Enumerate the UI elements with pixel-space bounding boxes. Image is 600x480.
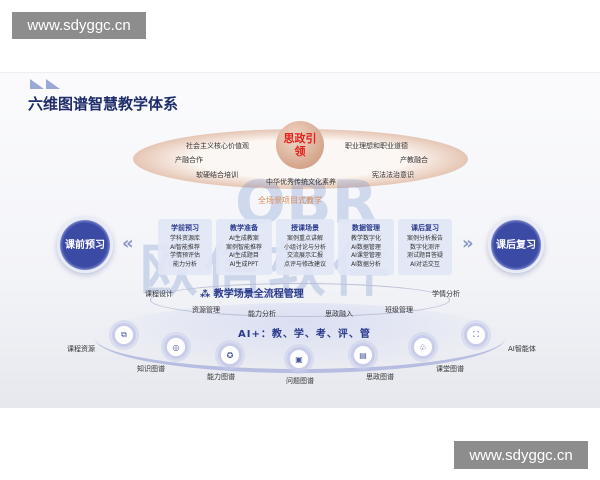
- flag-icon: [46, 79, 60, 89]
- question-icon: ▣: [287, 347, 311, 371]
- ai-title: AI+：教、学、考、评、管: [238, 329, 371, 340]
- map-label: 思政图谱: [366, 373, 394, 381]
- chevron-right-icon: »: [462, 233, 474, 254]
- map-label: 问题图谱: [286, 377, 314, 385]
- flow-ellipse: [150, 283, 450, 317]
- chevron-left-icon: «: [122, 233, 134, 254]
- watermark-bottom: www.sdyggc.cn: [454, 441, 588, 469]
- classroom-icon: ♧: [411, 335, 435, 359]
- flow-item: 学情分析: [432, 290, 460, 298]
- flow-item: 课程设计: [145, 290, 173, 298]
- map-label: AI智能体: [508, 345, 536, 353]
- page-title: 六维图谱智慧教学体系: [28, 95, 179, 113]
- share-icon: ⁂: [200, 289, 214, 300]
- map-label: 课堂图谱: [436, 365, 464, 373]
- watermark-top: www.sdyggc.cn: [12, 12, 146, 39]
- flow-item: 资源管理: [192, 306, 220, 314]
- ideology-center: 思政引领: [276, 121, 324, 169]
- ring-item: 产教融合: [400, 156, 428, 164]
- project-label: 全场景项目式教学: [258, 196, 322, 205]
- ring-item: 职业理想和职业道德: [345, 142, 408, 150]
- ability-icon: ✪: [218, 343, 242, 367]
- agent-icon: ⛶: [464, 323, 488, 347]
- flow-item: 班级管理: [385, 306, 413, 314]
- flow-item: 思政融入: [325, 310, 353, 318]
- ideology-icon: ▤: [351, 343, 375, 367]
- map-label: 知识图谱: [137, 365, 165, 373]
- ring-item: 中华优秀传统文化素养: [266, 178, 336, 186]
- ring-item: 软硬结合培训: [196, 171, 238, 179]
- column-card: 授课场景案例重点讲解小组讨论与分析交流展示汇报点评与修改建议: [276, 219, 334, 275]
- knowledge-icon: ◎: [164, 335, 188, 359]
- pre-class-circle: 课前预习: [57, 217, 113, 273]
- map-label: 课程资源: [67, 345, 95, 353]
- flag-icon: [30, 79, 44, 89]
- ring-item: 宪法法治意识: [372, 171, 414, 179]
- ring-item: 产融合作: [175, 156, 203, 164]
- post-class-circle: 课后复习: [488, 217, 544, 273]
- flow-title: ⁂ 教学场景全流程管理: [200, 289, 304, 300]
- ring-item: 社会主义核心价值观: [186, 142, 249, 150]
- infographic: 六维图谱智慧教学体系 OBR 欧信软件 思政引领 社会主义核心价值观 产融合作 …: [0, 72, 600, 408]
- resource-icon: ⧉: [112, 323, 136, 347]
- map-label: 能力图谱: [207, 373, 235, 381]
- flow-item: 能力分析: [248, 310, 276, 318]
